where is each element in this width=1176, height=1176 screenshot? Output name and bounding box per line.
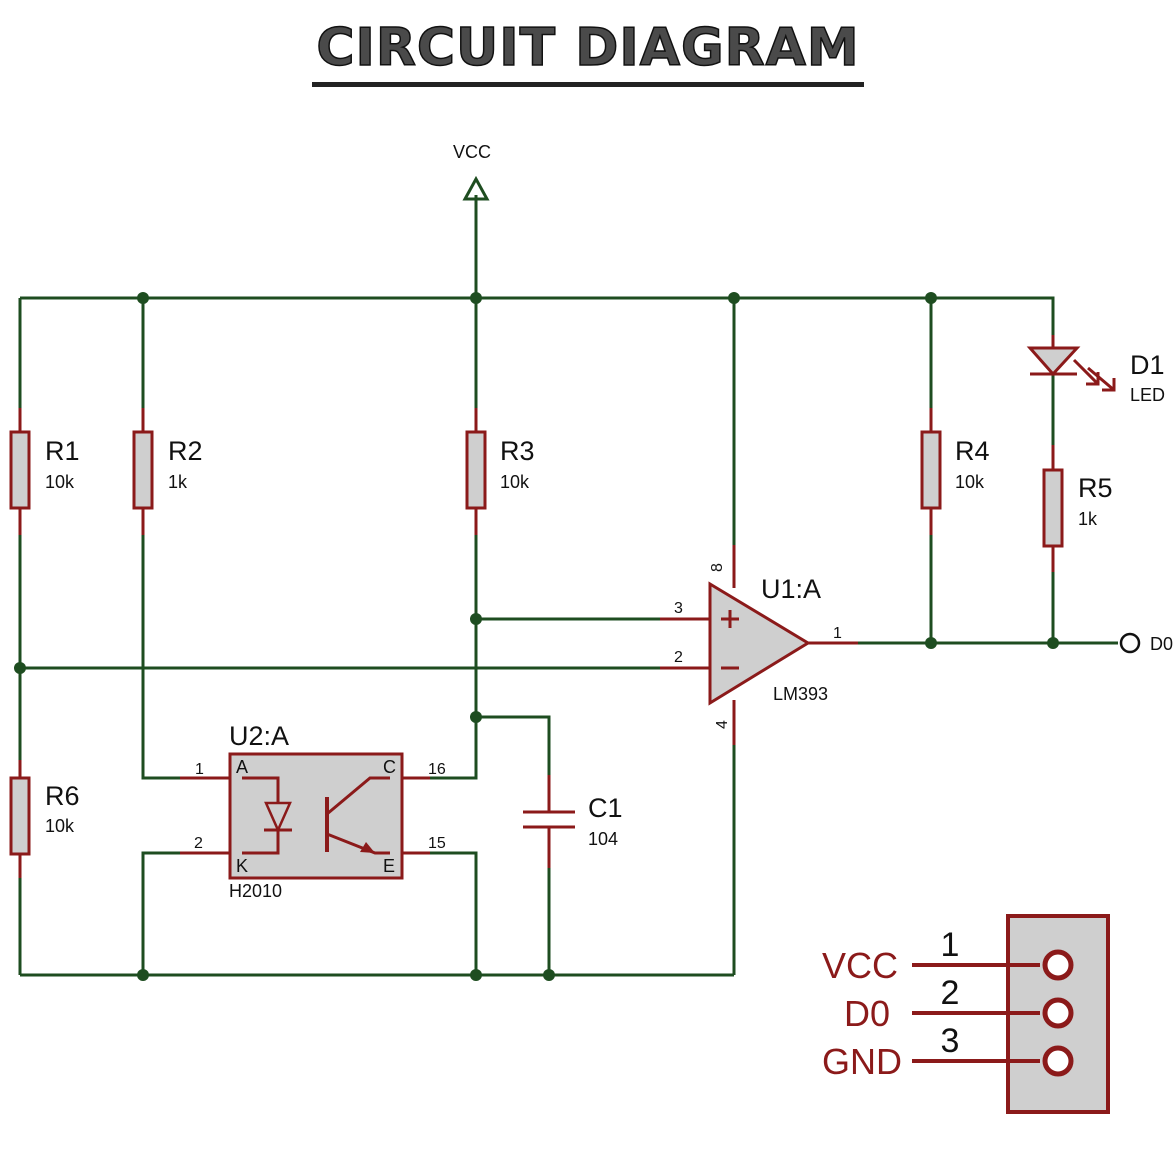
- resistor-r3: R3 10k: [465, 408, 535, 535]
- resistor-r1: R1 10k: [9, 408, 80, 535]
- resistor-r2: R2 1k: [132, 408, 203, 535]
- resistor-ref: R6: [45, 781, 80, 811]
- junction-dot: [728, 292, 740, 304]
- capacitor-value: 104: [588, 829, 618, 849]
- junction-dot: [14, 662, 26, 674]
- resistor-value: 1k: [1078, 509, 1098, 529]
- resistor-ref: R3: [500, 436, 535, 466]
- vcc-rail: [20, 296, 1055, 335]
- resistor-value: 10k: [500, 472, 530, 492]
- comparator-part: LM393: [773, 684, 828, 704]
- resistor-value: 10k: [955, 472, 985, 492]
- junction-dot: [470, 292, 482, 304]
- junction-dot: [543, 969, 555, 981]
- junction-dot: [1047, 637, 1059, 649]
- opto-pin-e: E: [383, 856, 395, 876]
- resistor-ref: R1: [45, 436, 80, 466]
- opto-ref: U2:A: [229, 721, 289, 751]
- resistor-r6: R6 10k: [9, 760, 80, 878]
- output-label: D0: [1150, 634, 1173, 654]
- resistor-r4: R4 10k: [920, 408, 990, 535]
- junction-dot: [470, 711, 482, 723]
- vcc-label: VCC: [453, 142, 491, 162]
- capacitor-c1: C1 104: [523, 775, 623, 868]
- resistor-value: 10k: [45, 472, 75, 492]
- wires: [18, 195, 1118, 977]
- opto-pin-a: A: [236, 757, 248, 777]
- junctions: [14, 292, 1059, 981]
- header-pin-number: 1: [941, 926, 960, 964]
- header-connector: VCC D0 GND 1 2 3: [822, 914, 1110, 1114]
- output-terminal: D0: [1119, 632, 1173, 654]
- junction-dot: [925, 292, 937, 304]
- vcc-power-symbol: VCC: [453, 142, 491, 201]
- pin-number: 4: [714, 720, 731, 729]
- junction-dot: [925, 637, 937, 649]
- pin-number: 1: [833, 625, 842, 642]
- resistor-ref: R2: [168, 436, 203, 466]
- junction-dot: [137, 292, 149, 304]
- pin-number: 3: [674, 600, 683, 617]
- header-pin-number: 2: [941, 974, 960, 1012]
- header-pin-label: VCC: [822, 945, 898, 986]
- pin-number: 1: [195, 761, 204, 778]
- opto-pin-c: C: [383, 757, 396, 777]
- header-pin-number: 3: [941, 1022, 960, 1060]
- optocoupler-u2a: A K C E 1 2 16 15 U2:A H2010: [180, 721, 446, 901]
- resistor-value: 10k: [45, 816, 75, 836]
- pin-number: 8: [709, 563, 726, 572]
- pin-number: 2: [674, 649, 683, 666]
- resistor-value: 1k: [168, 472, 188, 492]
- title-underline: [312, 82, 864, 87]
- page-title: CIRCUIT DIAGRAM: [316, 17, 860, 79]
- led-d1: D1 LED: [1026, 335, 1165, 405]
- junction-dot: [470, 613, 482, 625]
- resistor-ref: R4: [955, 436, 990, 466]
- pin-number: 15: [428, 835, 446, 852]
- opto-part: H2010: [229, 881, 282, 901]
- comparator-ref: U1:A: [761, 574, 821, 604]
- resistor-ref: R5: [1078, 473, 1113, 503]
- junction-dot: [137, 969, 149, 981]
- led-ref: D1: [1130, 350, 1165, 380]
- led-value: LED: [1130, 385, 1165, 405]
- pin-number: 2: [194, 835, 203, 852]
- header-pin-label: GND: [822, 1041, 902, 1082]
- opto-pin-k: K: [236, 856, 248, 876]
- capacitor-ref: C1: [588, 793, 623, 823]
- header-pin-label: D0: [844, 993, 890, 1034]
- pin-number: 16: [428, 761, 446, 778]
- comparator-u1a: 3 2 1 8 4 U1:A LM393: [660, 545, 858, 745]
- junction-dot: [470, 969, 482, 981]
- resistor-r5: R5 1k: [1042, 445, 1113, 572]
